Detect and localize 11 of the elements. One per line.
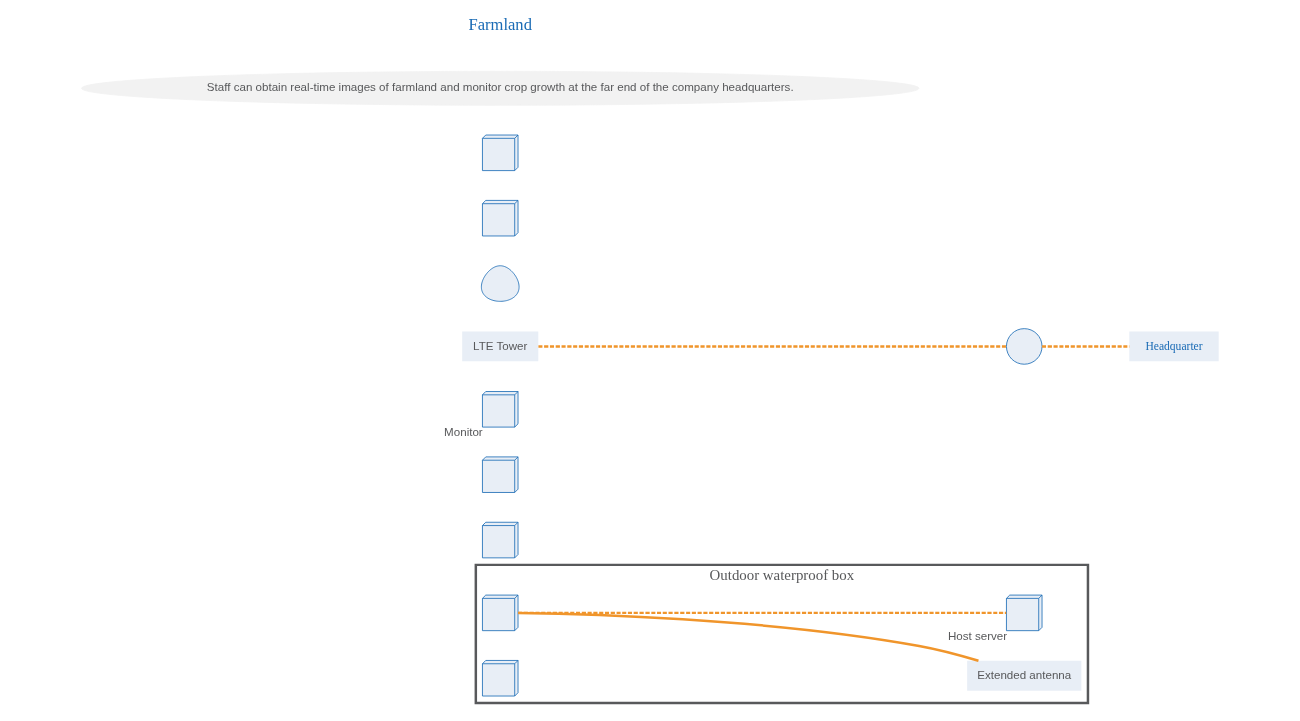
label: Farmland [468,15,532,35]
node-box: Extended antenna [967,660,1082,691]
connector [538,345,1007,348]
connector [518,611,1007,615]
node-label: Monitor [444,426,483,439]
connector [1042,345,1130,348]
node-box: Headquarter [1129,331,1219,362]
node-cloud [1006,328,1043,365]
node-box: LTE Tower [462,331,539,362]
node-label: Host server [947,629,1008,642]
node-person [480,265,520,302]
